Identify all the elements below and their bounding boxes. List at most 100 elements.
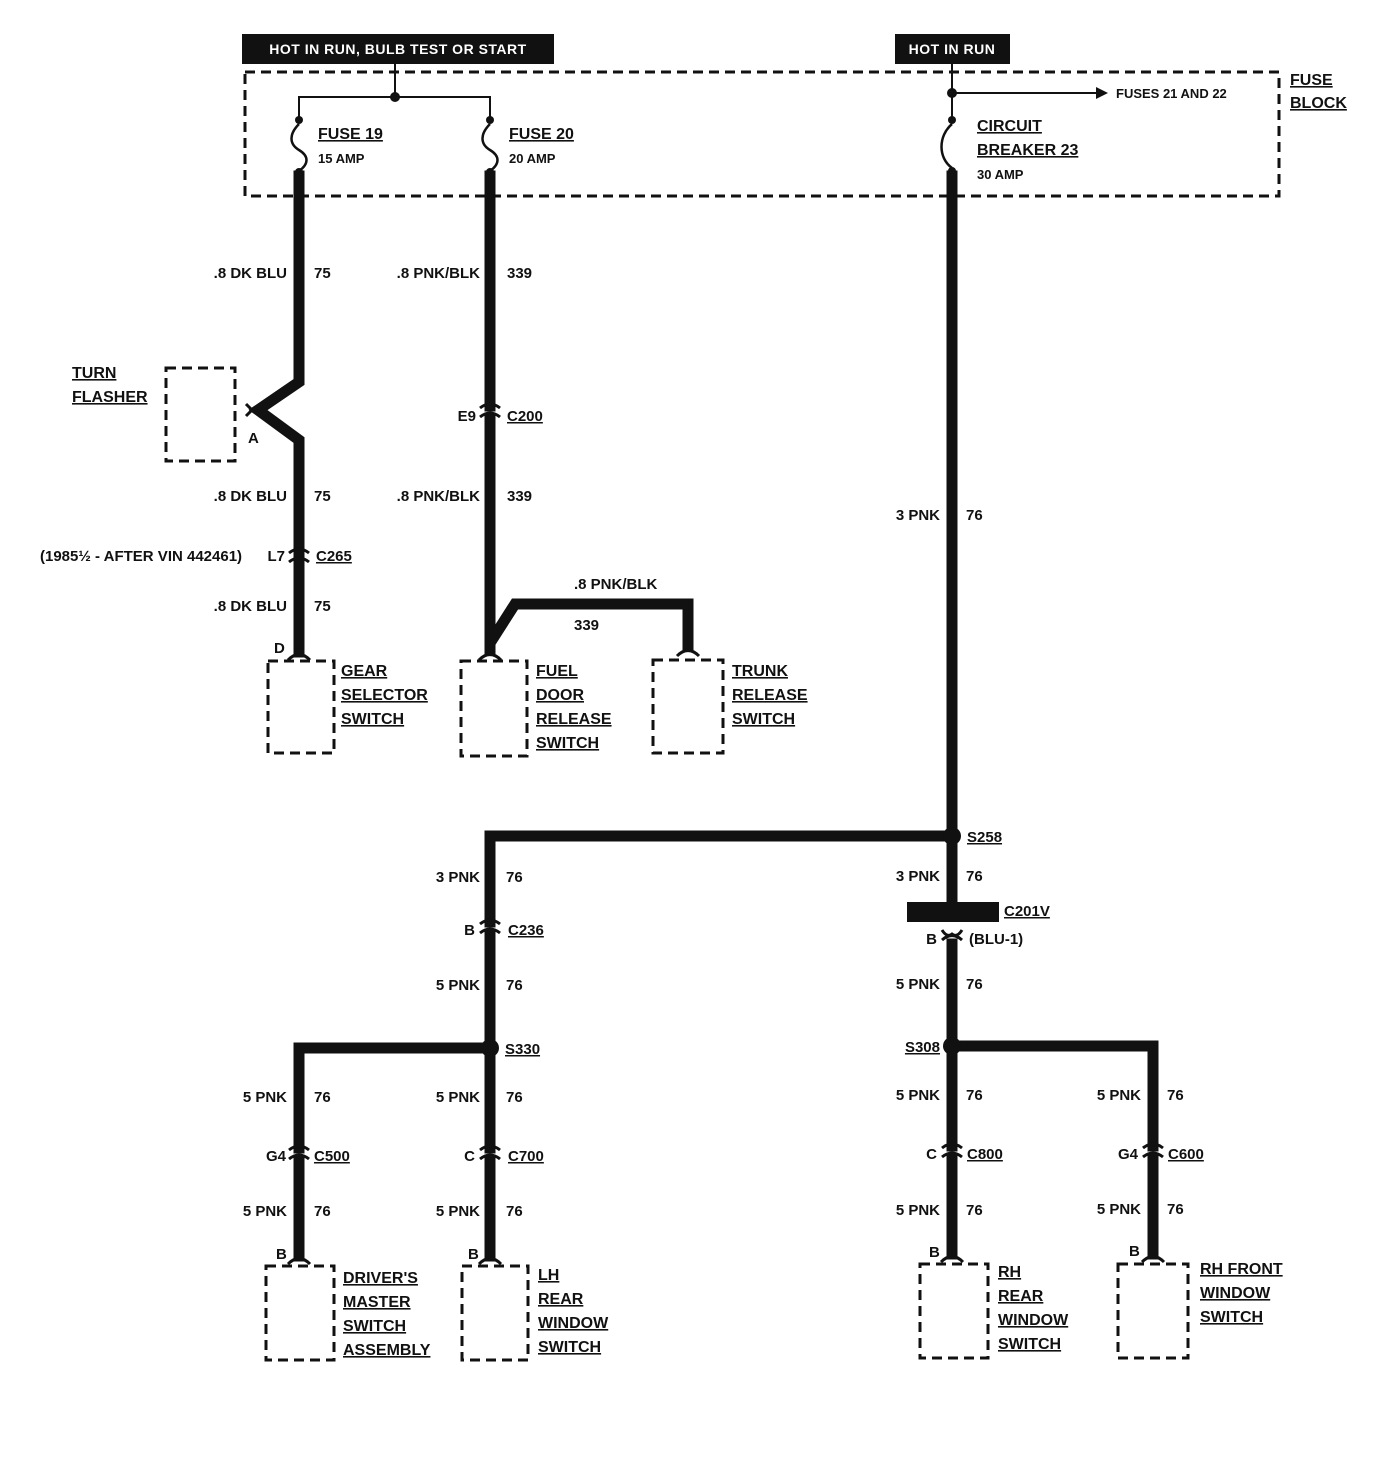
gear-selector-switch-box <box>266 659 336 755</box>
wire-76-s330-bus <box>293 1042 496 1154</box>
trunk-release-label-3: SWITCH <box>732 711 795 728</box>
wire-rhr-a-num: 76 <box>966 1087 983 1104</box>
c800-label: C800 <box>967 1146 1003 1163</box>
wire-rhr-a-size: 5 PNK <box>896 1087 940 1104</box>
c201v-pin: B <box>926 931 937 948</box>
wire-339-b-size: .8 PNK/BLK <box>397 488 481 505</box>
wire-lh-b-num: 76 <box>506 1203 523 1220</box>
fuse-block-label-2: BLOCK <box>1290 95 1347 112</box>
header-left-text: HOT IN RUN, BULB TEST OR START <box>269 41 526 57</box>
drivers-master-label-2: MASTER <box>343 1294 411 1311</box>
c200-label: C200 <box>507 408 543 425</box>
rh-rear-window-switch-box <box>918 1262 990 1360</box>
fuses-21-22-note: FUSES 21 AND 22 <box>1116 86 1227 101</box>
wire-75-c-size: .8 DK BLU <box>214 598 287 615</box>
gear-selector-label: GEAR <box>341 663 388 680</box>
c500-label: C500 <box>314 1148 350 1165</box>
wire-339-a-num: 339 <box>507 265 532 282</box>
lh-rear-window-switch-box <box>460 1264 530 1362</box>
wire-76-main-size: 3 PNK <box>896 507 940 524</box>
wire-339-c-num: 339 <box>574 617 599 634</box>
rh-rear-label: RH <box>998 1264 1021 1281</box>
wire-76-left-bus <box>484 830 958 928</box>
wire-lh-a-size: 5 PNK <box>436 1089 480 1106</box>
c236-label: C236 <box>508 922 544 939</box>
fuse-block-outline <box>243 70 1281 198</box>
drivers-master-pin: B <box>276 1246 287 1263</box>
fuse-20-label: FUSE 20 <box>509 126 574 143</box>
rh-rear-label-3: WINDOW <box>998 1312 1069 1329</box>
wire-75-a-num: 75 <box>314 265 331 282</box>
c265-label: C265 <box>316 548 352 565</box>
circuit-breaker-23-label-2: BREAKER 23 <box>977 142 1078 159</box>
fuel-door-label-4: SWITCH <box>536 735 599 752</box>
rh-front-pin: B <box>1129 1243 1140 1260</box>
wire-drv-b-size: 5 PNK <box>243 1203 287 1220</box>
fuel-door-label-3: RELEASE <box>536 711 612 728</box>
wire-rhf-b-size: 5 PNK <box>1097 1201 1141 1218</box>
wire-339-b-num: 339 <box>507 488 532 505</box>
trunk-release-label: TRUNK <box>732 663 788 680</box>
circuit-breaker-23 <box>940 116 956 175</box>
rh-front-label-2: WINDOW <box>1200 1285 1271 1302</box>
lh-rear-label-4: SWITCH <box>538 1339 601 1356</box>
lh-rear-pin: B <box>468 1246 479 1263</box>
wire-rhr-b-size: 5 PNK <box>896 1202 940 1219</box>
circuit-breaker-23-amp: 30 AMP <box>977 167 1024 182</box>
gear-selector-label-3: SWITCH <box>341 711 404 728</box>
wire-339-c-size: .8 PNK/BLK <box>574 576 658 593</box>
c236-pin: B <box>464 922 475 939</box>
s330-label: S330 <box>505 1041 540 1058</box>
drivers-master-label-4: ASSEMBLY <box>343 1342 431 1359</box>
fuel-door-label-2: DOOR <box>536 687 584 704</box>
rh-front-window-switch-box <box>1116 1262 1190 1360</box>
wire-76-main-num: 76 <box>966 507 983 524</box>
header-hot-in-run-bulb-test-start: HOT IN RUN, BULB TEST OR START <box>242 34 554 64</box>
trunk-release-switch-box <box>651 658 725 755</box>
fuse-19 <box>290 116 308 176</box>
wire-76-s308-bus <box>946 1040 1159 1152</box>
lh-rear-label: LH <box>538 1267 559 1284</box>
lh-rear-label-3: WINDOW <box>538 1315 609 1332</box>
header-right-text: HOT IN RUN <box>909 41 996 57</box>
c265-pin: L7 <box>267 548 285 565</box>
connector-c201v-body <box>907 902 999 922</box>
gear-selector-label-2: SELECTOR <box>341 687 428 704</box>
wire-76-left-mid-num: 76 <box>506 977 523 994</box>
c700-pin: C <box>464 1148 475 1165</box>
wire-lh-b-size: 5 PNK <box>436 1203 480 1220</box>
connector-c265 <box>288 547 310 564</box>
c600-pin: G4 <box>1118 1146 1139 1163</box>
c265-note: (1985½ - AFTER VIN 442461) <box>40 548 242 565</box>
rh-rear-label-4: SWITCH <box>998 1336 1061 1353</box>
wire-rhr-b-num: 76 <box>966 1202 983 1219</box>
circuit-breaker-23-label: CIRCUIT <box>977 118 1042 135</box>
fuse-20 <box>481 116 499 176</box>
drivers-master-switch-box <box>264 1264 336 1362</box>
wire-rhf-b-num: 76 <box>1167 1201 1184 1218</box>
fuse-block-label: FUSE <box>1290 72 1333 89</box>
trunk-release-label-2: RELEASE <box>732 687 808 704</box>
fuse-19-label: FUSE 19 <box>318 126 383 143</box>
fuse-20-amp: 20 AMP <box>509 151 556 166</box>
c500-pin: G4 <box>266 1148 287 1165</box>
wire-76-left-top-size: 3 PNK <box>436 869 480 886</box>
wire-76-right-mid-num: 76 <box>966 976 983 993</box>
turn-flasher-label-2: FLASHER <box>72 389 148 406</box>
wire-76-left-mid-size: 5 PNK <box>436 977 480 994</box>
c700-label: C700 <box>508 1148 544 1165</box>
c800-pin: C <box>926 1146 937 1163</box>
rh-front-label-3: SWITCH <box>1200 1309 1263 1326</box>
wire-75-upper <box>248 170 305 558</box>
s258-label: S258 <box>967 829 1002 846</box>
wire-76-right-top-num: 76 <box>966 868 983 885</box>
wire-339-a-size: .8 PNK/BLK <box>397 265 481 282</box>
wire-339-branch <box>484 598 694 652</box>
c600-label: C600 <box>1168 1146 1204 1163</box>
c201v-note: (BLU-1) <box>969 931 1023 948</box>
fuse-19-amp: 15 AMP <box>318 151 365 166</box>
wire-75-c-num: 75 <box>314 598 331 615</box>
fuel-door-release-switch-box <box>459 659 529 758</box>
connector-c200 <box>479 402 501 419</box>
